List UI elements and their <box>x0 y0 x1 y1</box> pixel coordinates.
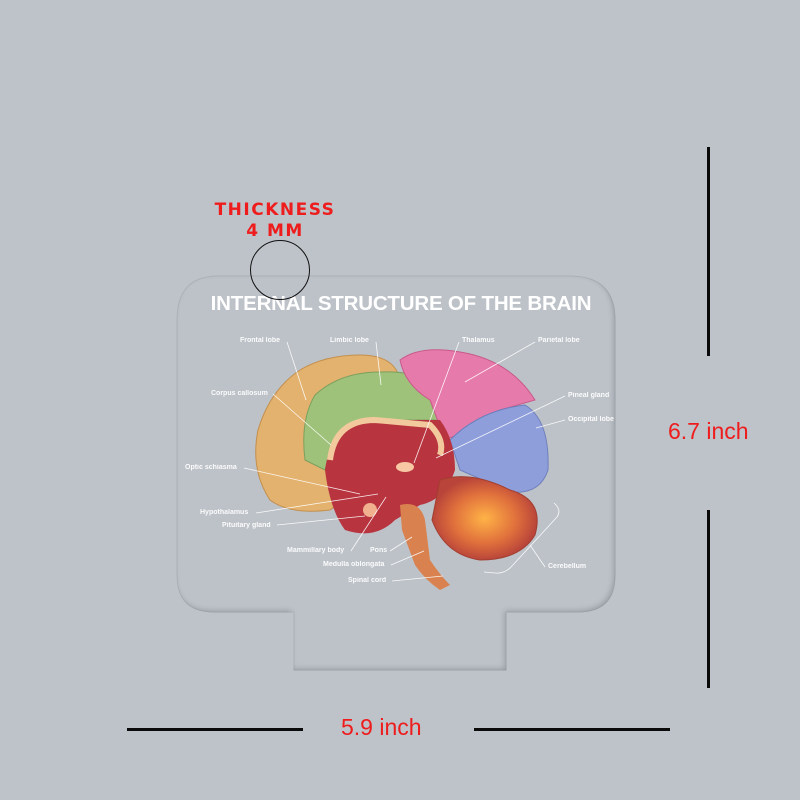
width-dimension-line-right <box>474 728 670 731</box>
label-pituitary-gland: Pituitary gland <box>222 522 271 529</box>
brain-illustration <box>255 349 549 590</box>
label-frontal-lobe: Frontal lobe <box>240 337 281 344</box>
height-dimension-line-bottom <box>707 510 710 688</box>
height-dimension-line-top <box>707 147 710 356</box>
label-occipital-lobe: Occipital lobe <box>568 416 614 423</box>
width-dimension-label: 5.9 inch <box>341 714 422 740</box>
label-parietal-lobe: Parietal lobe <box>538 337 580 344</box>
label-limbic-lobe: Limbic lobe <box>330 337 369 344</box>
label-pineal-gland: Pineal gland <box>568 392 610 399</box>
thickness-label: THICKNESS <box>214 200 336 220</box>
hanging-hole-marker <box>250 240 310 300</box>
card-title: INTERNAL STRUCTURE OF THE BRAIN <box>210 292 592 315</box>
label-cerebellum: Cerebellum <box>548 563 587 570</box>
label-mammillary-body: Mammillary body <box>287 547 345 554</box>
label-medulla-oblongata: Medulla oblongata <box>323 561 385 568</box>
thickness-note: THICKNESS 4 MM <box>180 200 370 242</box>
height-dimension-label: 6.7 inch <box>668 418 749 444</box>
label-spinal-cord: Spinal cord <box>348 577 387 584</box>
label-pons: Pons <box>370 547 388 554</box>
label-optic-chiasma: Optic schiasma <box>185 464 237 471</box>
thickness-value: 4 MM <box>246 221 304 241</box>
label-hypothalamus: Hypothalamus <box>200 509 249 516</box>
width-dimension-line-left <box>127 728 303 731</box>
label-corpus-callosum: Corpus callosum <box>211 390 268 397</box>
label-thalamus: Thalamus <box>462 337 495 344</box>
